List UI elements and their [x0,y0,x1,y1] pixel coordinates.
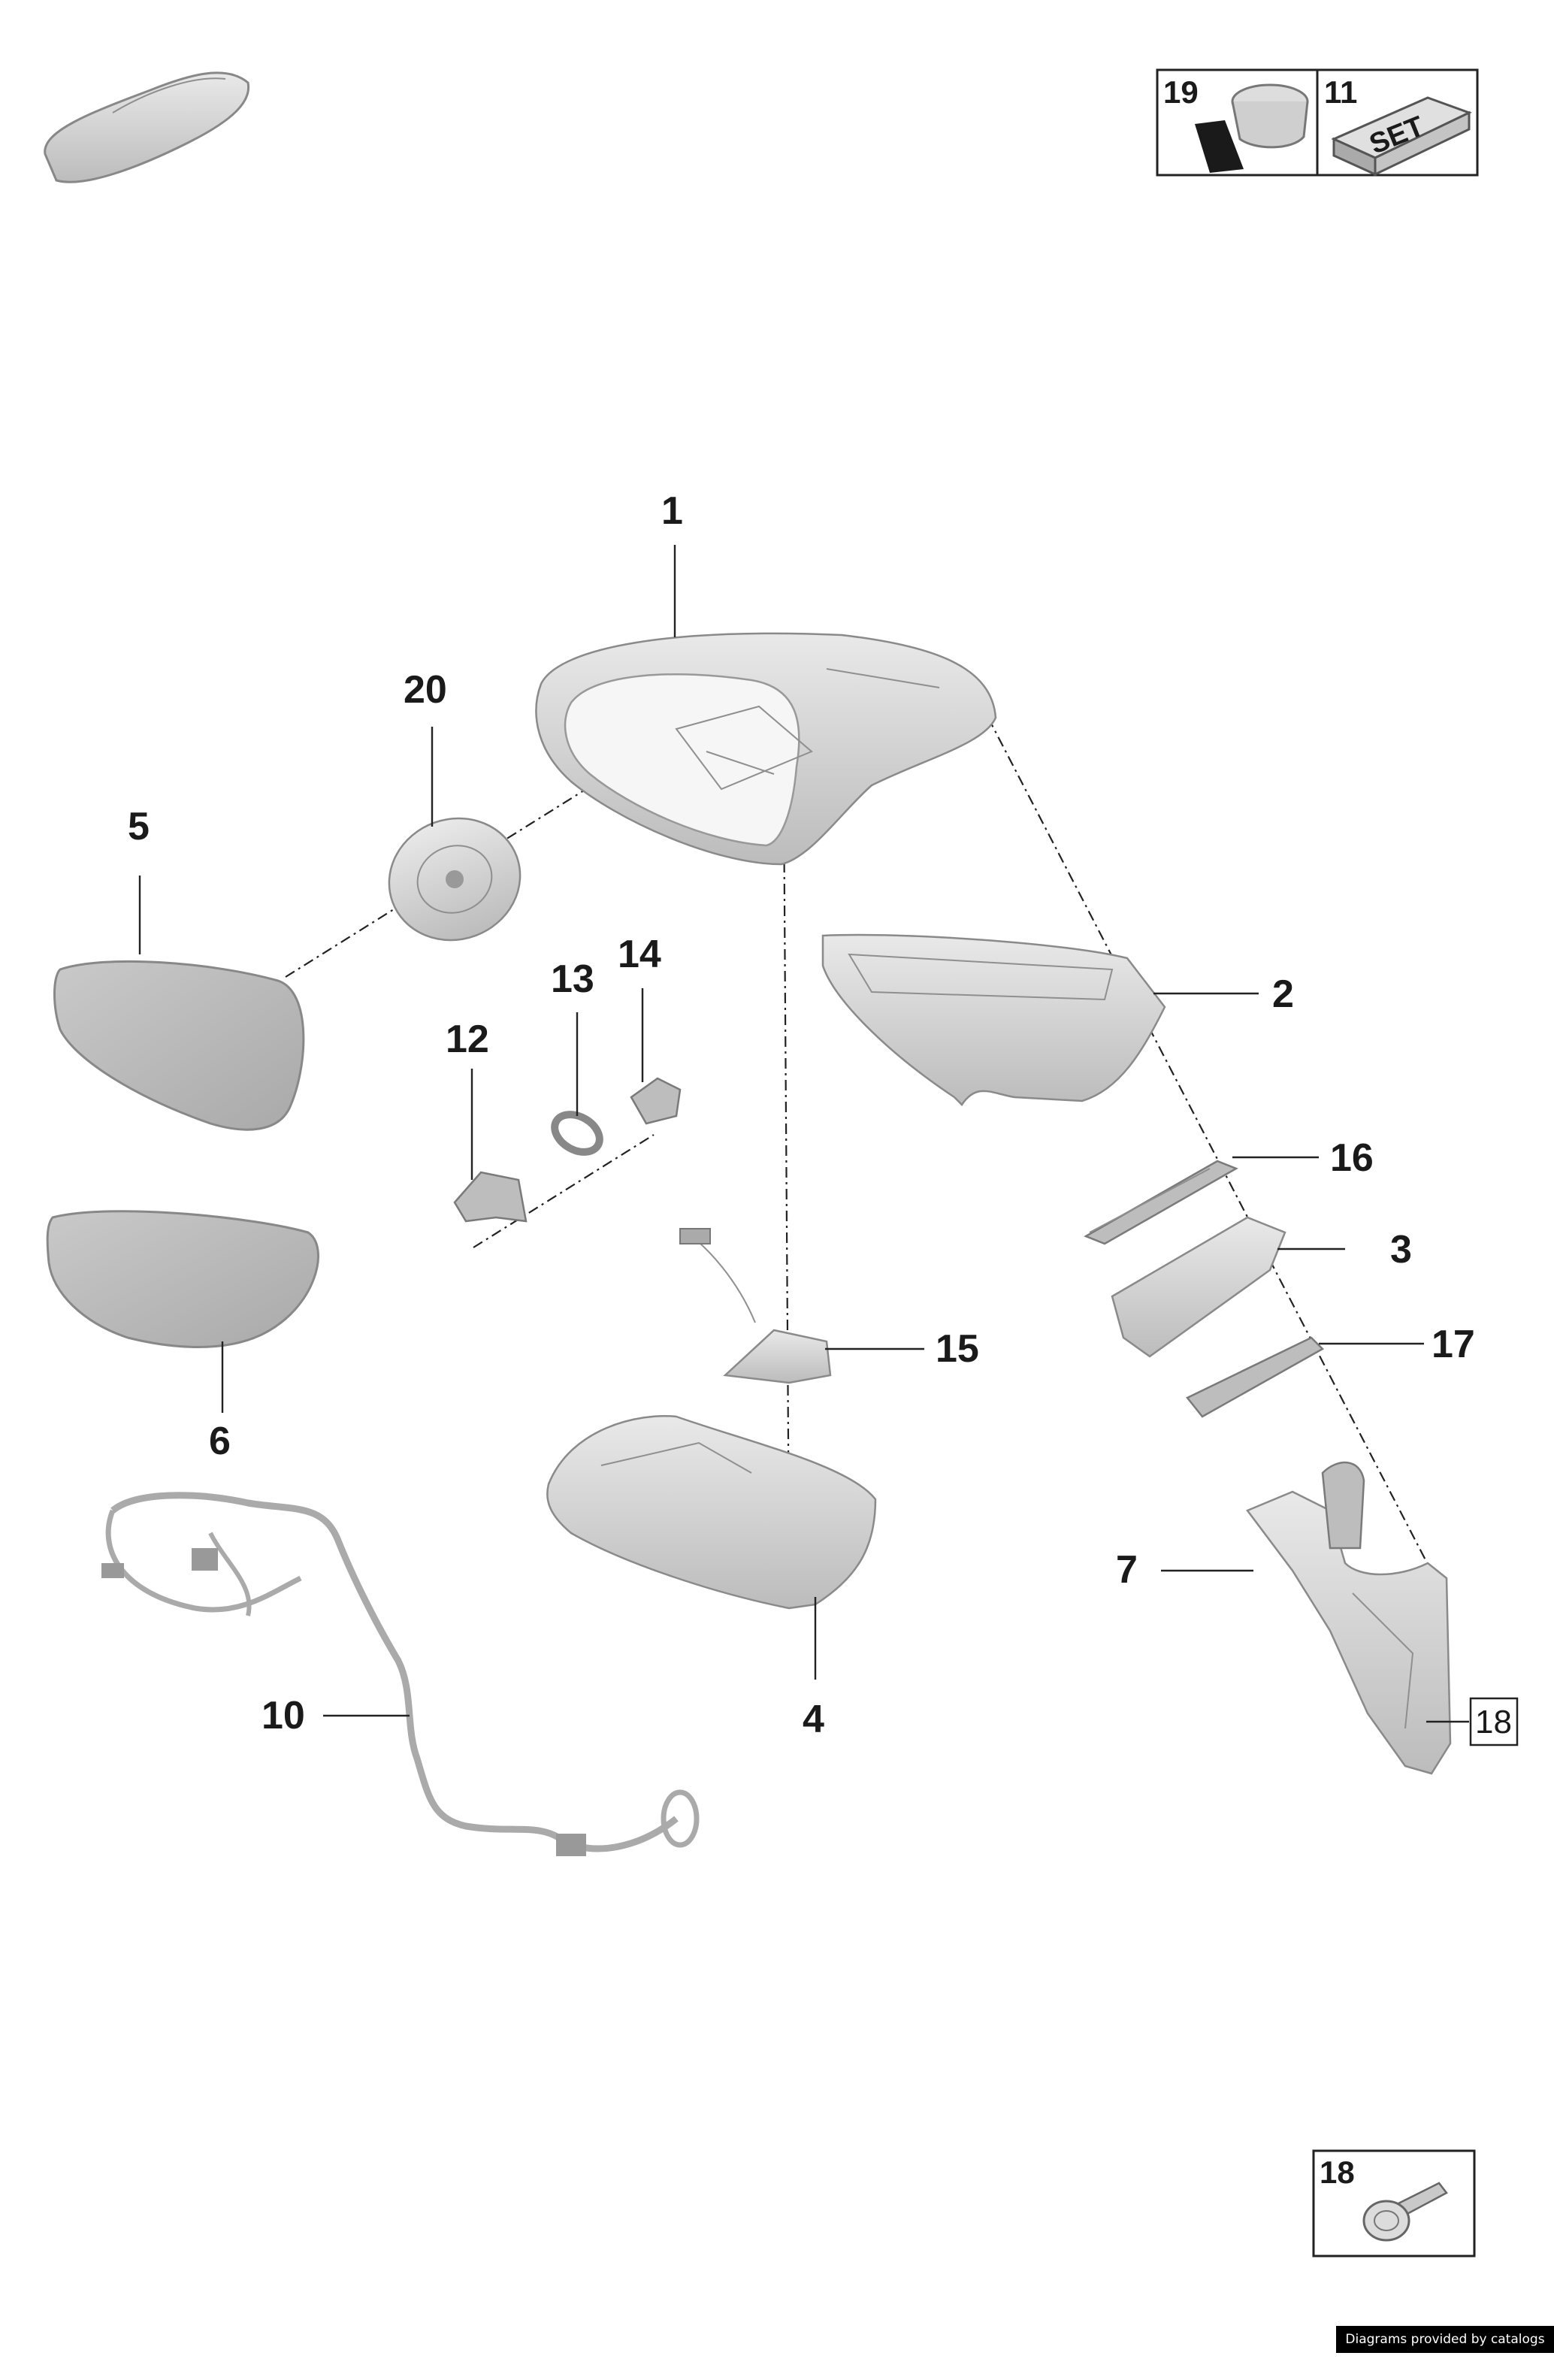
part-10-wiring-harness [101,1492,700,1856]
part-16-seal-frame [1084,1160,1238,1245]
part-13-clip-ring [551,1111,603,1156]
box18-number: 18 [1320,2155,1355,2190]
callout-7: 7 [1116,1548,1138,1592]
box11-number: 11 [1324,74,1357,110]
part-3-light-housing [1111,1216,1286,1358]
screw-icon [1362,2182,1448,2242]
part-2-mirror-base-frame [821,933,1166,1106]
part-14-sensor-plug [630,1077,682,1125]
part-1-mirror-housing [535,632,997,866]
callout-3: 3 [1390,1228,1412,1272]
legend-box-18: 18 [1312,2149,1476,2258]
part-17-turn-signal-lamp [1186,1336,1325,1418]
callout-17: 17 [1432,1323,1475,1366]
callout-15: 15 [936,1327,979,1371]
callout-6: 6 [209,1420,231,1463]
box19-number: 19 [1163,74,1199,110]
legend-box-19-11: 19 11 SET [1156,68,1479,177]
leader-lines [138,545,1469,1723]
sealing-tape-icon [1195,83,1309,173]
part-5-mirror-glass [53,960,305,1131]
part-20-adjustment-motor [388,817,522,942]
part-15-control-module [679,1228,832,1384]
callout-14: 14 [618,933,661,976]
callout-18-label: 18 [1475,1704,1512,1740]
callout-5: 5 [128,805,150,848]
callout-1: 1 [661,489,683,533]
part-6-mirror-glass [46,1210,319,1348]
callout-12: 12 [446,1018,489,1061]
callout-4: 4 [803,1698,824,1741]
callout-13: 13 [551,957,594,1001]
callout-18-framed: 18 [1469,1697,1519,1746]
vehicle-thumbnail [44,71,250,183]
set-block-icon: SET [1331,96,1472,177]
callout-16: 16 [1330,1136,1374,1180]
diagram-credit: Diagrams provided by catalogs parts [1336,2326,1554,2374]
part-7-mirror-base-bracket [1246,1461,1452,1775]
callout-10: 10 [262,1694,305,1737]
callout-20: 20 [404,668,447,712]
part-4-mirror-cap [546,1415,877,1610]
part-12-bracket [453,1171,528,1223]
callout-2: 2 [1272,972,1294,1016]
